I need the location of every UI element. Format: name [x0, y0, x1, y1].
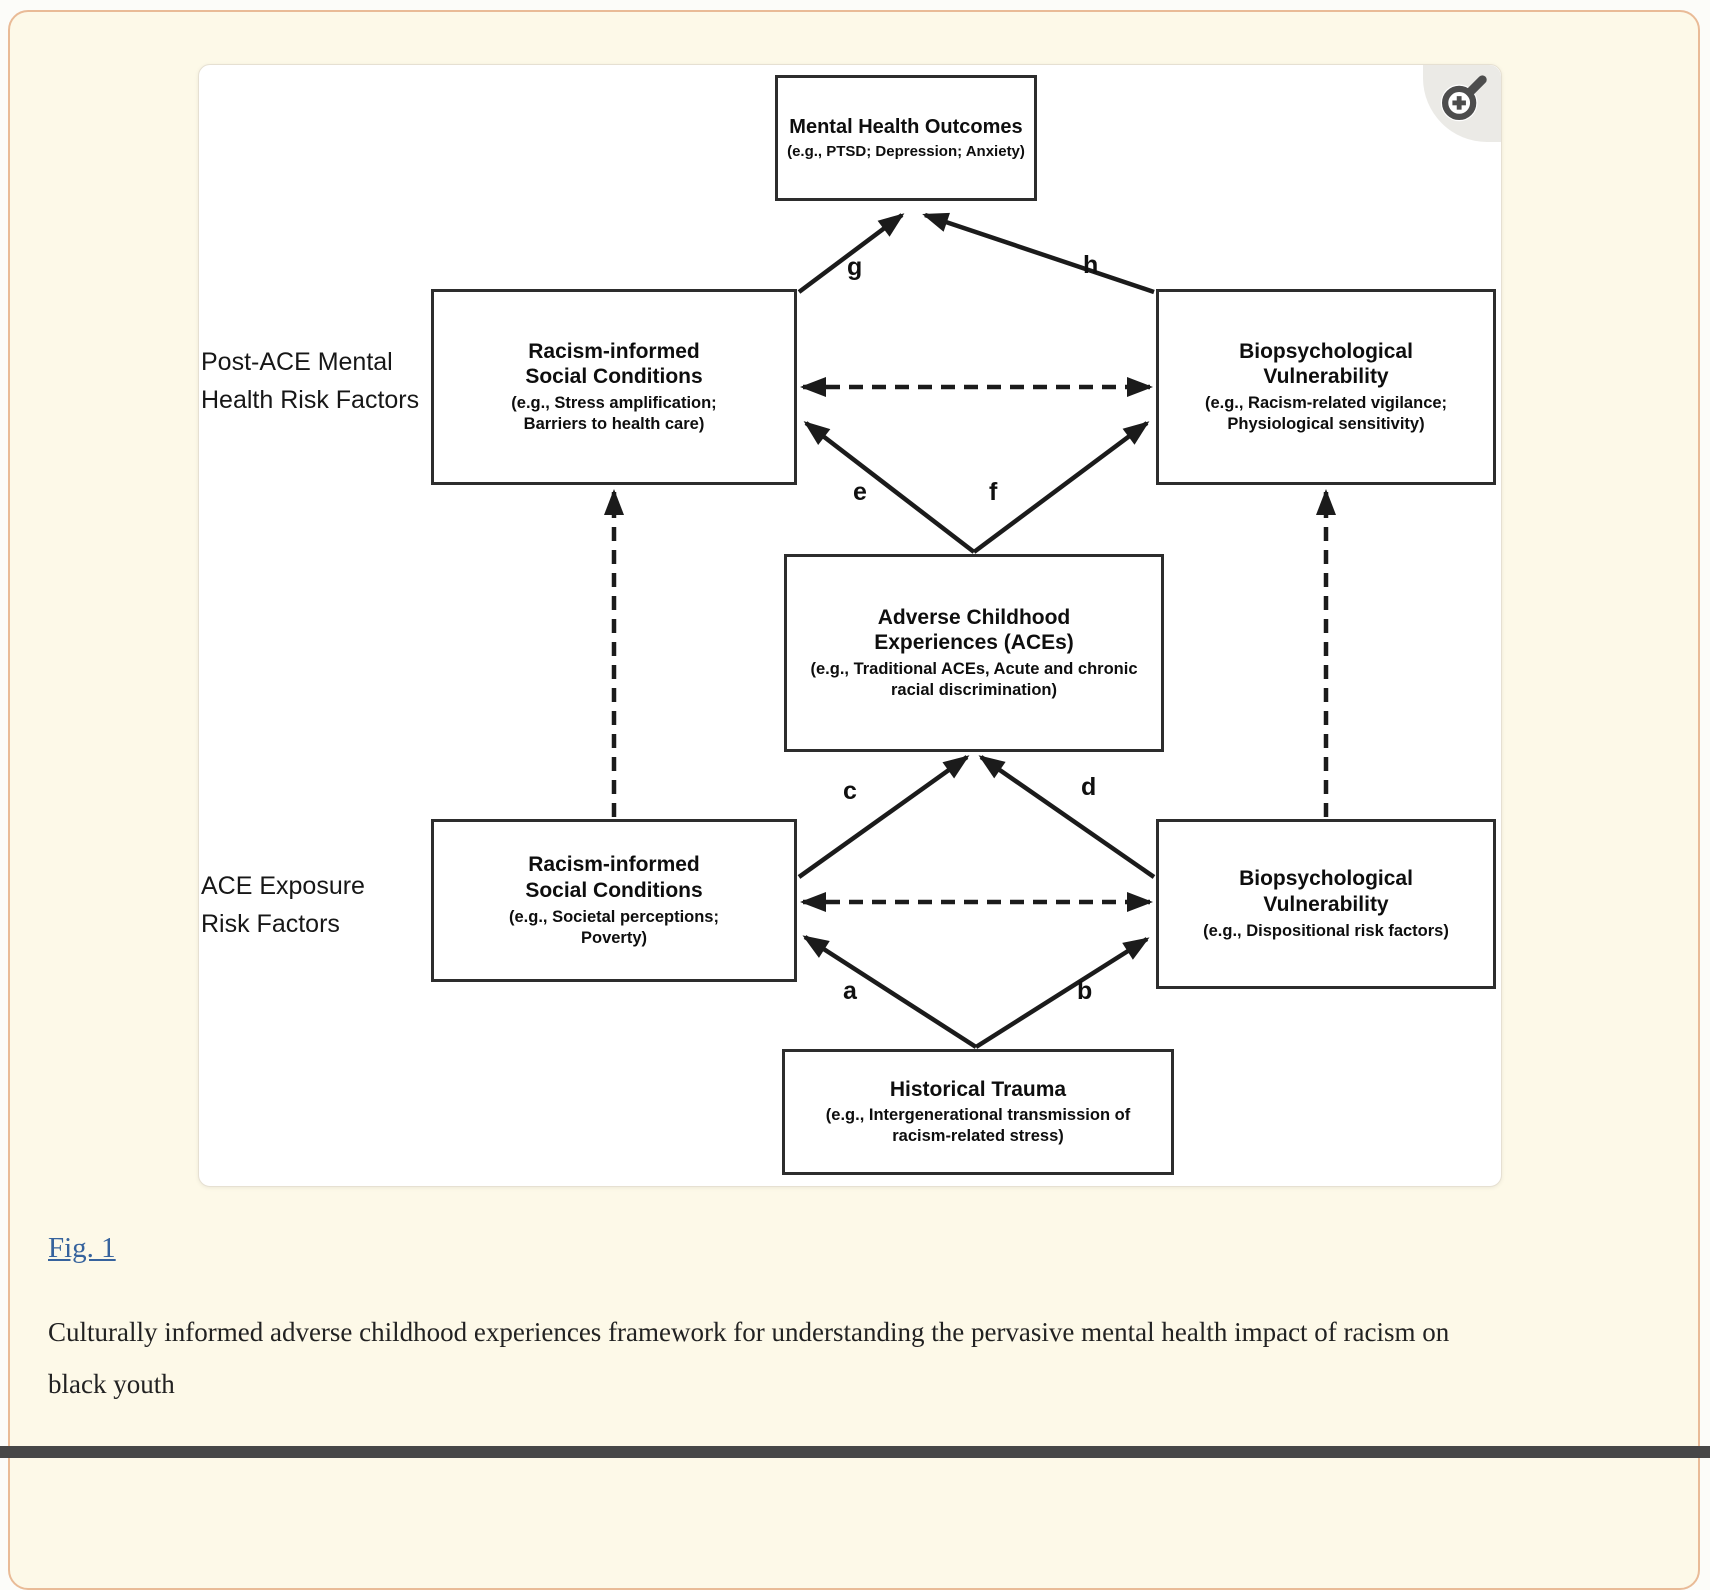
box-adverse-childhood-experiences: Adverse Childhood Experiences (ACEs) (e.…: [784, 554, 1164, 752]
box-biopsychological-vulnerability-post: Biopsychological Vulnerability (e.g., Ra…: [1156, 289, 1496, 485]
box-subtitle: (e.g., Intergenerational transmission of…: [825, 1106, 1131, 1146]
box-racism-social-conditions-pre: Racism-informed Social Conditions (e.g.,…: [431, 819, 797, 982]
arrow-label-b: b: [1077, 977, 1093, 1005]
box-subtitle: (e.g., Stress amplification; Barriers to…: [511, 394, 717, 434]
arrow-b: [974, 937, 1150, 1049]
figure-caption: Culturally informed adverse childhood ex…: [48, 1317, 1450, 1399]
figure-link[interactable]: Fig. 1: [48, 1232, 116, 1264]
arrow-label-a: a: [843, 977, 857, 1005]
box-biopsychological-vulnerability-pre: Biopsychological Vulnerability (e.g., Di…: [1156, 819, 1496, 989]
box-title: Historical Trauma: [889, 1077, 1067, 1101]
box-subtitle: (e.g., Dispositional risk factors): [1203, 921, 1449, 940]
arrow-d: [978, 755, 1156, 879]
arrow-label-c: c: [843, 777, 857, 805]
arrow-c: [797, 755, 970, 879]
arrow-label-e: e: [853, 478, 867, 506]
box-title: Biopsychological Vulnerability: [1239, 867, 1413, 916]
box-historical-trauma: Historical Trauma (e.g., Intergeneration…: [782, 1049, 1174, 1175]
box-racism-social-conditions-post: Racism-informed Social Conditions (e.g.,…: [431, 289, 797, 485]
arrow-a: [802, 935, 978, 1049]
arrow-h: [922, 212, 1155, 295]
row-label-ace-exposure-risk-factors: ACE Exposure Risk Factors: [201, 872, 365, 938]
bottom-window-edge: [0, 1446, 1710, 1458]
box-subtitle: (e.g., Societal perceptions; Poverty): [509, 907, 719, 947]
arrow-f: [972, 421, 1150, 554]
row-label-post-ace-risk-factors: Post-ACE Mental Health Risk Factors: [201, 348, 420, 414]
box-subtitle: (e.g., Racism-related vigilance; Physiol…: [1204, 394, 1448, 434]
magnifier-plus-icon: [1435, 71, 1493, 132]
box-title: Racism-informed Social Conditions: [525, 339, 703, 389]
arrow-e: [803, 421, 976, 554]
box-mental-health-outcomes: Mental Health Outcomes (e.g., PTSD; Depr…: [775, 75, 1037, 201]
arrow-label-h: h: [1083, 251, 1099, 279]
pmc-figure-page: { "colors": { "page_background": "#fdf9e…: [0, 10, 1710, 1590]
box-subtitle: (e.g., PTSD; Depression; Anxiety): [787, 143, 1025, 161]
arrow-label-f: f: [989, 478, 998, 506]
figure-zoom-button[interactable]: [1423, 65, 1501, 142]
arrow-label-g: g: [847, 253, 863, 281]
box-title: Adverse Childhood Experiences (ACEs): [874, 605, 1074, 655]
arrow-label-d: d: [1081, 773, 1097, 801]
box-title: Mental Health Outcomes: [789, 115, 1023, 138]
box-title: Racism-informed Social Conditions: [525, 853, 703, 902]
figure-canvas[interactable]: Mental Health Outcomes (e.g., PTSD; Depr…: [198, 64, 1502, 1187]
box-subtitle: (e.g., Traditional ACEs, Acute and chron…: [810, 660, 1138, 700]
box-title: Biopsychological Vulnerability: [1239, 339, 1413, 389]
